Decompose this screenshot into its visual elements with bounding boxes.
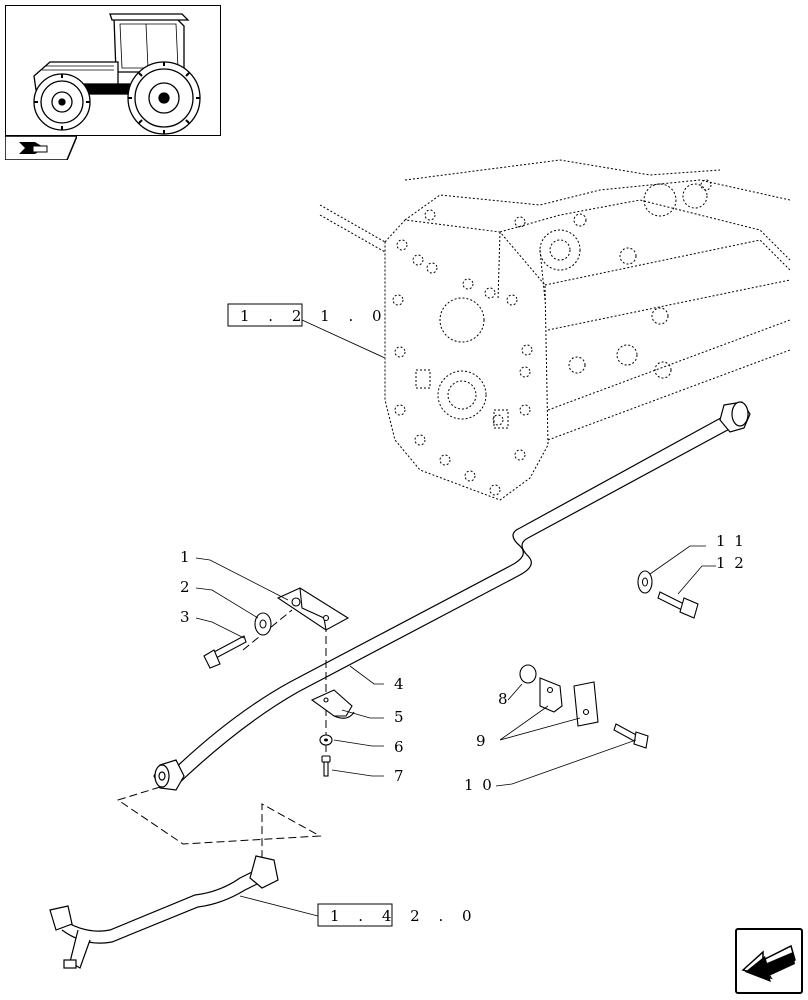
previous-page-button[interactable] [735, 928, 803, 994]
tractor-thumbnail [5, 5, 221, 136]
callout-10: 1 0 [464, 776, 494, 794]
part-5-clip [310, 689, 355, 719]
callout-1: 1 [180, 548, 192, 566]
part-8-nut [519, 664, 537, 684]
part-2-washer [254, 612, 272, 636]
reference-1-42-0[interactable]: 1 . 4 2 . 0 [239, 895, 479, 927]
reference-1-21-0[interactable]: 1 . 2 1 . 0 [227, 303, 389, 359]
callout-2: 2 [180, 578, 192, 596]
callout-labels: 1 2 3 4 5 6 7 8 9 1 0 1 1 1 2 [180, 532, 746, 794]
callout-8: 8 [498, 690, 510, 708]
previous-page-arrow-icon [741, 944, 796, 982]
part-10-bolt [613, 723, 649, 749]
tractor-icon [33, 13, 201, 135]
callout-5: 5 [394, 708, 406, 726]
part-12-bolt [657, 591, 699, 619]
part-11-washer [637, 570, 653, 594]
lower-pipe [49, 855, 279, 969]
callout-12: 1 2 [716, 554, 746, 572]
leader-lines [195, 545, 716, 787]
svg-text:1 . 2 1 . 0: 1 . 2 1 . 0 [240, 307, 389, 325]
callout-11: 1 1 [716, 532, 746, 550]
part-7-screw [321, 755, 331, 777]
callout-4: 4 [394, 675, 406, 693]
callout-3: 3 [180, 608, 192, 626]
part-9-clamp [539, 677, 599, 727]
thumbnail-tab [4, 135, 79, 161]
part-1-bracket [276, 587, 350, 631]
oil-pipe [153, 401, 751, 791]
callout-7: 7 [394, 767, 406, 785]
callout-9: 9 [476, 732, 488, 750]
part-6-washer [319, 734, 333, 746]
callout-6: 6 [394, 738, 406, 756]
transmission-housing [319, 159, 791, 501]
book-pointer-icon [4, 135, 79, 161]
part-3-bolt [203, 635, 247, 669]
svg-text:1 . 4 2 . 0: 1 . 4 2 . 0 [330, 907, 479, 925]
